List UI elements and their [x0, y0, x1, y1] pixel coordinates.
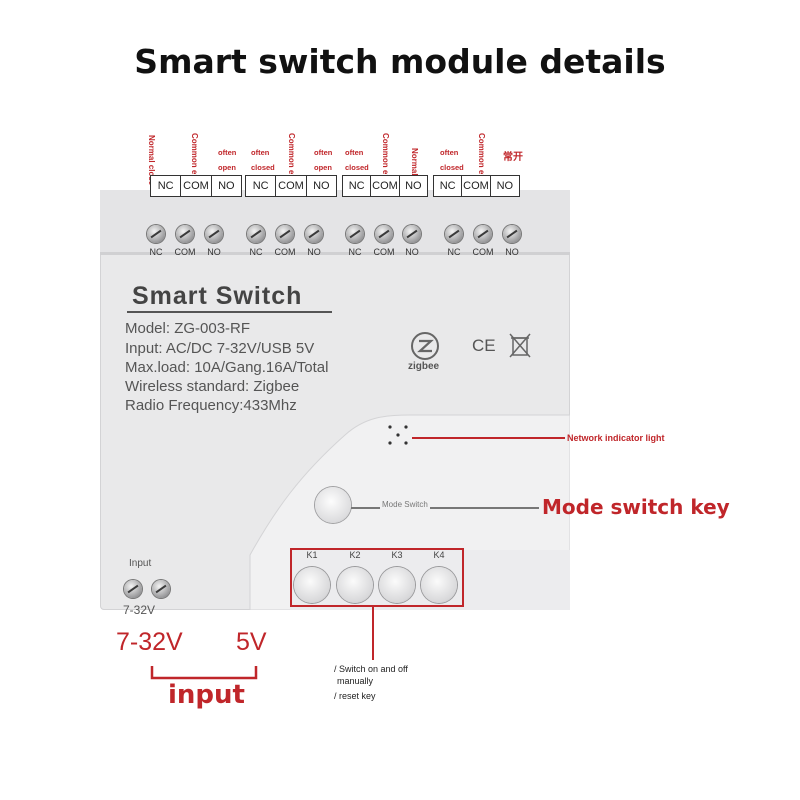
screw-icon [152, 580, 170, 598]
terminal-no: NO [405, 180, 422, 192]
k4-button[interactable] [421, 567, 457, 603]
screw-icon [375, 225, 393, 243]
terminal-block-2: NC COM NO [245, 175, 337, 197]
annotation-voltage-left: 7-32V [116, 628, 183, 656]
annotation-voltage-right: 5V [236, 628, 267, 656]
annotation-manually: manually [337, 676, 374, 686]
annotation-reset-key: / reset key [334, 691, 376, 701]
screw-icon [403, 225, 421, 243]
print-nc: NC [249, 247, 263, 257]
zigbee-logo-icon [411, 332, 439, 360]
key-label-k3: K3 [391, 550, 403, 560]
spec-input: Input: AC/DC 7-32V/USB 5V [125, 340, 315, 357]
terminal-block-1: NC COM NO [150, 175, 242, 197]
pointer-network [412, 437, 565, 439]
screw-icon [474, 225, 492, 243]
label-often-5: often [440, 148, 459, 157]
pointer-keys [372, 605, 374, 660]
page-title: Smart switch module details [134, 42, 666, 81]
pointer-mode-switch [351, 507, 539, 509]
brand-underline [127, 311, 332, 313]
k1-button[interactable] [294, 567, 330, 603]
screw-icon [445, 225, 463, 243]
label-often-4: often [345, 148, 364, 157]
device-terminal-strip [100, 190, 570, 252]
print-no: NO [505, 247, 519, 257]
annotation-mode-switch-key: Mode switch key [542, 495, 730, 519]
screw-icon [503, 225, 521, 243]
screw-icon [176, 225, 194, 243]
key-label-k1: K1 [306, 550, 318, 560]
annotation-input: input [168, 680, 245, 710]
label-closed-2: closed [345, 163, 369, 172]
terminal-nc: NC [151, 176, 182, 196]
network-indicator-light-icon [388, 425, 408, 445]
label-often-1: often [218, 148, 237, 157]
terminal-com: COM [276, 176, 307, 196]
spec-max-load: Max.load: 10A/Gang.16A/Total [125, 359, 329, 376]
print-no: NO [405, 247, 419, 257]
k2-button[interactable] [337, 567, 373, 603]
terminal-block-4: NC COM NO [433, 175, 520, 197]
spec-radio: Radio Frequency:433Mhz [125, 397, 297, 414]
screw-icon [124, 580, 142, 598]
label-often-2: often [251, 148, 270, 157]
print-com: COM [174, 247, 196, 257]
input-print: Input [129, 558, 152, 569]
input-bracket-icon [150, 666, 258, 680]
print-nc: NC [149, 247, 163, 257]
label-closed-3: closed [440, 163, 464, 172]
k3-button[interactable] [379, 567, 415, 603]
label-open-2: open [314, 163, 332, 172]
screw-icon [147, 225, 165, 243]
device-divider [100, 252, 570, 255]
print-no: NO [307, 247, 321, 257]
annotation-switch-manual: / Switch on and off [334, 664, 408, 674]
screw-icon [305, 225, 323, 243]
label-open-1: open [218, 163, 236, 172]
ce-mark: CE [472, 336, 496, 355]
terminal-com: COM [462, 176, 491, 196]
print-com: COM [274, 247, 296, 257]
spec-model: Model: ZG-003-RF [125, 320, 251, 337]
key-label-k2: K2 [349, 550, 361, 560]
terminal-no: NO [218, 180, 235, 192]
label-closed-1: closed [251, 163, 275, 172]
terminal-no: NO [496, 180, 514, 192]
label-chinese-open: 常开 [503, 152, 523, 163]
terminal-com: COM [181, 176, 212, 196]
screw-icon [346, 225, 364, 243]
keys-highlight-box [290, 548, 464, 607]
terminal-no: NO [313, 180, 330, 192]
terminal-nc: NC [434, 176, 463, 196]
key-label-k4: K4 [433, 550, 445, 560]
mode-switch-button[interactable] [315, 487, 351, 523]
voltage-print: 7-32V [123, 603, 156, 617]
weee-bin-icon [509, 333, 531, 358]
print-no: NO [207, 247, 221, 257]
mode-switch-print: Mode Switch [380, 500, 430, 509]
annotation-network-indicator: Network indicator light [567, 433, 665, 443]
zigbee-logo-text: zigbee [408, 361, 440, 372]
screw-icon [205, 225, 223, 243]
device-brand: Smart Switch [132, 282, 303, 310]
terminal-com: COM [371, 176, 400, 196]
spec-wireless: Wireless standard: Zigbee [125, 378, 300, 395]
terminal-nc: NC [343, 176, 372, 196]
terminal-nc: NC [246, 176, 277, 196]
label-often-3: often [314, 148, 333, 157]
print-nc: NC [447, 247, 461, 257]
print-com: COM [472, 247, 494, 257]
terminal-block-3: NC COM NO [342, 175, 428, 197]
print-com: COM [373, 247, 395, 257]
print-nc: NC [348, 247, 362, 257]
screw-icon [247, 225, 265, 243]
device-front-panel [249, 414, 570, 610]
screw-icon [276, 225, 294, 243]
